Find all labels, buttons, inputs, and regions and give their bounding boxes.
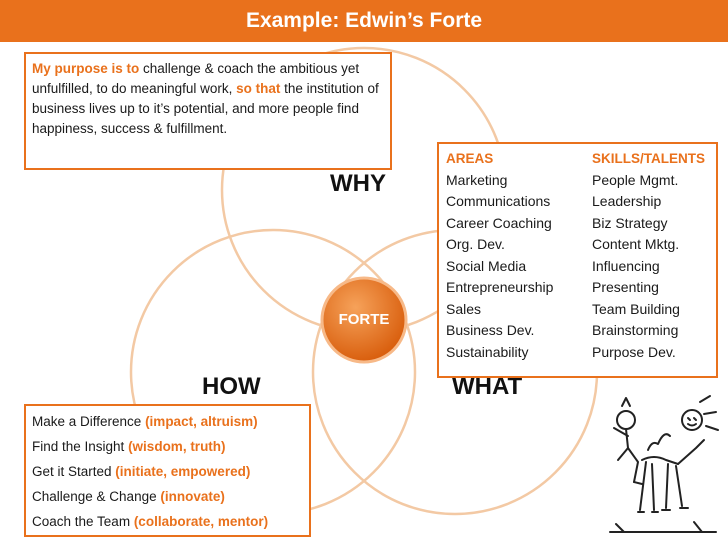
how-item-note: (impact, altruism) (145, 414, 258, 429)
area-item: Communications (446, 193, 551, 209)
skills-header: SKILLS/TALENTS (592, 151, 705, 166)
purpose-statement: My purpose is to challenge & coach the a… (24, 52, 392, 170)
purpose-part1: challenge & coach the ambitious yet unfu… (32, 61, 360, 96)
how-item-note: (innovate) (160, 489, 225, 504)
forte-circle (320, 276, 408, 364)
how-item: Challenge & Change (innovate) (32, 484, 303, 509)
title-bar: Example: Edwin’s Forte (0, 0, 728, 42)
skill-item: Influencing (592, 257, 660, 274)
what-box: AREAS Marketing Communications Career Co… (437, 142, 718, 378)
how-item: Find the Insight (wisdom, truth) (32, 434, 303, 459)
purpose-part2: the institution of business lives up to … (32, 81, 379, 136)
areas-header: AREAS (446, 151, 494, 166)
page-title: Example: Edwin’s Forte (245, 9, 483, 32)
how-item-text: Find the Insight (32, 439, 129, 454)
skill-item: Purpose Dev. (592, 343, 676, 360)
how-item: Make a Difference (impact, altruism) (32, 409, 303, 434)
purpose-prefix: My purpose is to (32, 61, 140, 76)
how-box: Make a Difference (impact, altruism) Fin… (24, 404, 311, 537)
how-item: Get it Started (initiate, empowered) (32, 459, 303, 484)
skills-column: SKILLS/TALENTS People Mgmt. Leadership B… (592, 148, 705, 363)
area-item: Career Coaching (446, 214, 552, 231)
skill-item: Biz Strategy (592, 214, 668, 231)
why-label: WHY (330, 170, 386, 197)
purpose-connector: so that (236, 81, 281, 96)
how-item-note: (wisdom, truth) (128, 439, 226, 454)
how-item-text: Coach the Team (32, 514, 134, 529)
skill-item: People Mgmt. (592, 171, 679, 188)
skill-item: Brainstorming (592, 322, 679, 338)
how-item-text: Make a Difference (32, 414, 146, 429)
area-item: Sales (446, 300, 482, 317)
skill-item: Content Mktg. (592, 236, 680, 252)
area-item: Entrepreneurship (446, 279, 554, 295)
how-label: HOW (202, 373, 261, 400)
area-item: Org. Dev. (446, 236, 505, 252)
how-item: Coach the Team (collaborate, mentor) (32, 509, 303, 534)
skill-item: Team Building (592, 300, 680, 317)
how-item-note: (initiate, empowered) (115, 464, 251, 479)
forte-label: FORTE (338, 311, 390, 328)
area-item: Business Dev. (446, 322, 535, 338)
how-item-text: Get it Started (32, 464, 116, 479)
don-quixote-sketch-icon (609, 395, 719, 533)
area-item: Sustainability (446, 343, 529, 360)
skill-item: Presenting (592, 279, 659, 295)
skill-item: Leadership (592, 193, 662, 209)
how-item-note: (collaborate, mentor) (133, 514, 269, 529)
area-item: Marketing (446, 171, 508, 188)
areas-column: AREAS Marketing Communications Career Co… (446, 148, 553, 363)
how-item-text: Challenge & Change (32, 489, 161, 504)
area-item: Social Media (446, 257, 527, 274)
